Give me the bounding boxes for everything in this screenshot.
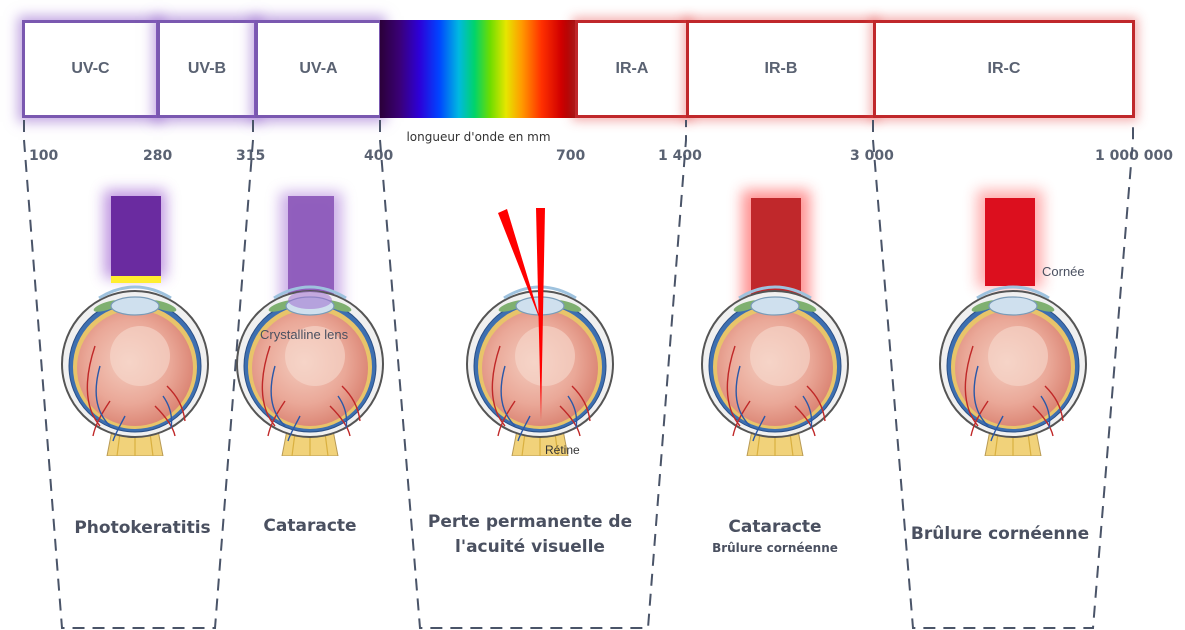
uvc-beam bbox=[111, 196, 161, 276]
band-ira-label: IR-A bbox=[615, 60, 649, 77]
tick-1000000: 1 000 000 bbox=[1095, 148, 1173, 164]
caption-perte-line2: l'acuité visuelle bbox=[455, 537, 605, 557]
visible-beam-left bbox=[498, 209, 542, 325]
band-uva-label: UV-A bbox=[299, 60, 338, 77]
retine-label: Rétine bbox=[545, 443, 580, 457]
tick-1400: 1 400 bbox=[658, 148, 702, 164]
caption-cataracte-irb: Cataracte bbox=[728, 517, 822, 537]
band-uva-box: UV-A bbox=[255, 20, 382, 118]
eye-illustration-irb bbox=[700, 285, 850, 456]
band-uvc-label: UV-C bbox=[71, 60, 110, 77]
caption-cataracte-uva: Cataracte bbox=[263, 516, 357, 536]
eye-illustration-irc bbox=[938, 285, 1088, 456]
crystalline-lens-label: Crystalline lens bbox=[260, 327, 349, 342]
caption-brulure-irb: Brûlure cornéenne bbox=[712, 541, 838, 555]
tick-3000: 3 000 bbox=[850, 148, 894, 164]
tick-315: 315 bbox=[236, 148, 266, 164]
band-uvb-label: UV-B bbox=[187, 60, 227, 77]
cornea-absorption-band bbox=[111, 276, 161, 283]
frame-uvc-uvb bbox=[23, 120, 254, 629]
tick-400: 400 bbox=[364, 148, 394, 164]
tick-280: 280 bbox=[143, 148, 173, 164]
caption-perte-line1: Perte permanente de bbox=[427, 512, 633, 532]
frame-irc bbox=[872, 120, 1134, 629]
caption-perte-acuite: Perte permanente de l'acuité visuelle bbox=[420, 510, 640, 560]
eye-illustration-uva bbox=[235, 285, 385, 456]
band-irc-label: IR-C bbox=[987, 60, 1021, 77]
band-uvb-box: UV-B bbox=[157, 20, 257, 118]
tick-100: 100 bbox=[29, 148, 59, 164]
tick-700: 700 bbox=[556, 148, 586, 164]
visible-spectrum-bar bbox=[380, 20, 577, 118]
frame-visible-ira bbox=[379, 120, 687, 629]
eye-illustration-uvc bbox=[60, 285, 210, 456]
caption-photokeratitis: Photokeratitis bbox=[74, 518, 211, 538]
irc-beam bbox=[985, 198, 1035, 286]
visible-beam-right bbox=[536, 208, 545, 420]
band-uvc-box: UV-C bbox=[22, 20, 159, 118]
band-irb-label: IR-B bbox=[764, 60, 798, 77]
wavelength-axis-label: longueur d'onde en mm bbox=[406, 130, 551, 144]
caption-brulure-irc: Brûlure cornéenne bbox=[910, 524, 1090, 544]
band-irc-box: IR-C bbox=[873, 20, 1135, 118]
cornee-label: Cornée bbox=[1042, 264, 1085, 279]
